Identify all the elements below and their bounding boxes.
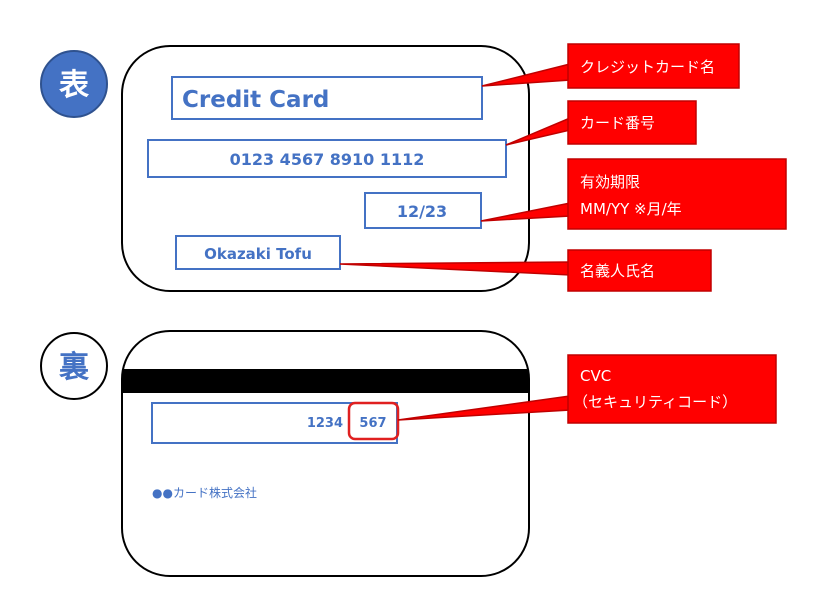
card-back	[121, 330, 530, 577]
expiry-text: 12/23	[397, 202, 447, 221]
card-number-box	[147, 139, 507, 178]
holder-text: Okazaki Tofu	[204, 245, 312, 263]
cvc-number: 567	[359, 416, 386, 431]
callout-holder: 名義人氏名	[339, 249, 712, 292]
callout-holder-text: 名義人氏名	[580, 262, 655, 280]
callout-card-name: クレジットカード名	[481, 43, 740, 89]
callout-expiry: 有効期限 MM/YY ※月/年	[480, 158, 787, 230]
front-side-label: 表	[59, 68, 89, 103]
callout-expiry-line1: 有効期限	[580, 173, 640, 191]
card-name-text: Credit Card	[182, 87, 329, 113]
callout-card-number: カード番号	[505, 100, 697, 146]
card-front	[121, 45, 530, 292]
callout-card-name-text: クレジットカード名	[580, 58, 715, 76]
callout-cvc-line1: CVC	[580, 367, 611, 385]
card-name-box	[171, 76, 483, 120]
back-side-badge: 裏	[40, 332, 108, 400]
callout-cvc: CVC （セキュリティコード）	[397, 354, 777, 424]
magnetic-stripe	[123, 369, 528, 393]
card-number-text: 0123 4567 8910 1112	[230, 150, 425, 169]
callout-cvc-line2: （セキュリティコード）	[573, 393, 737, 411]
holder-box	[175, 235, 341, 270]
expiry-box	[364, 192, 482, 229]
issuer-name: ●●カード株式会社	[152, 485, 257, 500]
back-side-label: 裏	[59, 350, 90, 385]
callout-expiry-line2: MM/YY ※月/年	[580, 200, 682, 218]
callout-card-number-text: カード番号	[580, 114, 655, 132]
front-side-badge: 表	[40, 50, 108, 118]
back-number-prefix: 1234	[307, 416, 343, 431]
cvc-highlight	[347, 401, 400, 441]
